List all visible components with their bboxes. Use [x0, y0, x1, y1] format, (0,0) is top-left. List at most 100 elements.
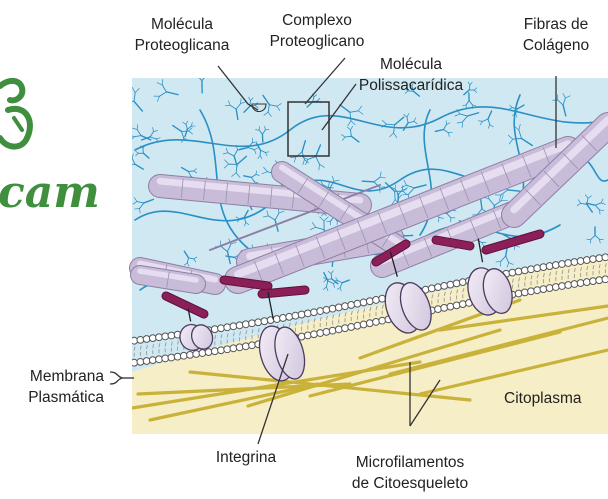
lipid-head: [249, 320, 256, 327]
lipid-head: [534, 287, 541, 294]
lipid-head: [360, 299, 367, 306]
lipid-head: [280, 315, 287, 322]
lipid-head: [230, 323, 237, 330]
label-proteoglycan-complex: Complexo Proteoglicano: [258, 10, 376, 52]
lipid-head: [552, 262, 559, 269]
label-plasma-membrane: Membrana Plasmática: [0, 366, 104, 408]
lipid-head: [137, 336, 144, 343]
lipid-head: [224, 324, 231, 331]
lipid-head: [143, 336, 150, 343]
lipid-head: [162, 333, 169, 340]
lipid-head: [249, 342, 256, 349]
lipid-head: [292, 312, 299, 319]
lipid-head: [168, 332, 175, 339]
lipid-head: [354, 300, 361, 307]
lipid-head: [453, 302, 460, 309]
lipid-head: [193, 351, 200, 358]
lipid-head: [342, 303, 349, 310]
lipid-head: [435, 306, 442, 313]
lipid-head: [304, 332, 311, 339]
label-polysaccharide-molecule-line1: Molécula: [348, 54, 474, 75]
lipid-head: [131, 359, 138, 366]
label-collagen-fibers-line1: Fibras de: [508, 14, 604, 35]
lipid-head: [373, 319, 380, 326]
label-proteoglycan-molecule-line2: Proteoglicana: [118, 35, 246, 56]
label-collagen-fibers-line2: Colágeno: [508, 35, 604, 56]
lipid-head: [447, 281, 454, 288]
lipid-head: [156, 334, 163, 341]
lipid-head: [224, 346, 231, 353]
lipid-head: [540, 264, 547, 271]
lipid-head: [242, 343, 249, 350]
brand-logo-icon: [0, 78, 40, 168]
lipid-head: [261, 318, 268, 325]
lipid-head: [180, 352, 187, 359]
lipid-head: [311, 331, 318, 338]
lipid-head: [596, 255, 603, 262]
label-collagen-fibers: Fibras de Colágeno: [508, 14, 604, 56]
lipid-head: [348, 302, 355, 309]
lipid-head: [459, 279, 466, 286]
lipid-head: [602, 276, 608, 283]
lipid-head: [602, 254, 608, 261]
lipid-head: [304, 310, 311, 317]
lipid-head: [552, 284, 559, 291]
lipid-head: [577, 280, 584, 287]
lipid-head: [379, 295, 386, 302]
lipid-head: [342, 325, 349, 332]
lipid-head: [540, 286, 547, 293]
lipid-head: [577, 258, 584, 265]
lipid-head: [441, 282, 448, 289]
lipid-head: [162, 355, 169, 362]
label-microfilaments-line2: de Citoesqueleto: [336, 473, 484, 494]
label-proteoglycan-complex-line1: Complexo: [258, 10, 376, 31]
label-integrin: Integrina: [196, 447, 296, 468]
label-polysaccharide-molecule: Molécula Polissacarídica: [348, 54, 474, 96]
lipid-head: [230, 345, 237, 352]
lipid-head: [323, 306, 330, 313]
lipid-head: [571, 259, 578, 266]
lipid-head: [528, 288, 535, 295]
lipid-head: [596, 277, 603, 284]
label-plasma-membrane-line2: Plasmática: [0, 387, 104, 408]
lipid-head: [242, 321, 249, 328]
lipid-head: [534, 265, 541, 272]
lipid-head: [199, 350, 206, 357]
lipid-head: [236, 322, 243, 329]
lipid-head: [546, 285, 553, 292]
lipid-head: [583, 279, 590, 286]
lipid-head: [143, 358, 150, 365]
lipid-head: [583, 257, 590, 264]
lipid-head: [335, 326, 342, 333]
lipid-head: [559, 261, 566, 268]
lipid-head: [515, 268, 522, 275]
lipid-head: [335, 304, 342, 311]
label-cytoplasm: Citoplasma: [504, 388, 582, 409]
lipid-head: [329, 305, 336, 312]
lipid-head: [447, 303, 454, 310]
lipid-head: [187, 351, 194, 358]
lipid-head: [366, 320, 373, 327]
label-proteoglycan-complex-line2: Proteoglicano: [258, 31, 376, 52]
lipid-head: [571, 281, 578, 288]
lipid-head: [453, 280, 460, 287]
lipid-head: [317, 308, 324, 315]
lipid-head: [428, 285, 435, 292]
lipid-head: [168, 354, 175, 361]
lipid-head: [528, 266, 535, 273]
lipid-head: [211, 326, 218, 333]
lipid-head: [125, 338, 132, 345]
lipid-head: [286, 313, 293, 320]
lipid-head: [218, 347, 225, 354]
lipid-head: [174, 353, 181, 360]
lipid-head: [255, 319, 262, 326]
lipid-head: [311, 309, 318, 316]
label-proteoglycan-molecule: Molécula Proteoglicana: [118, 14, 246, 56]
fibronectin-molecule: [224, 280, 268, 286]
lipid-head: [565, 282, 572, 289]
lipid-head: [590, 256, 597, 263]
lipid-head: [441, 304, 448, 311]
lipid-head: [373, 297, 380, 304]
lipid-head: [156, 356, 163, 363]
